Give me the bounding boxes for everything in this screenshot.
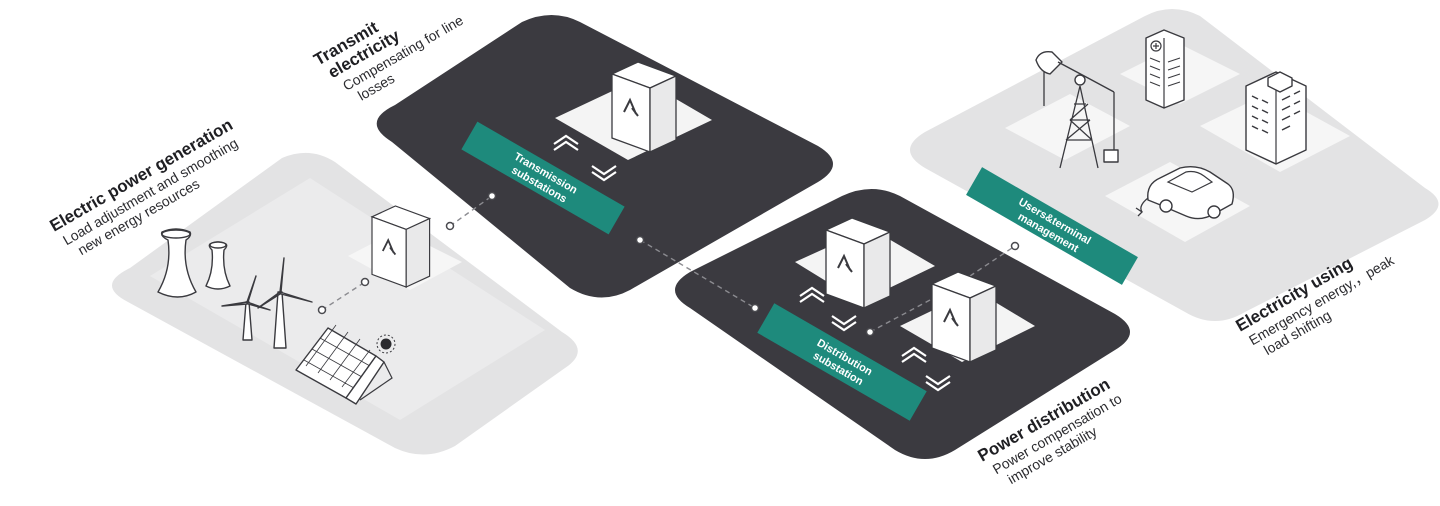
- distribution-platform: [675, 189, 1130, 459]
- transmission-platform: [376, 15, 833, 298]
- connection-points: [317, 191, 1020, 337]
- sun-marker-icon: [376, 334, 396, 354]
- hospital-building-icon: [1145, 29, 1185, 109]
- connection-lines: [321, 195, 1016, 333]
- distribution-arrows: [799, 286, 951, 392]
- cooling-tower-icon: [205, 241, 231, 290]
- substation-cabinet-icon: [370, 205, 432, 288]
- substation-cabinet-icon: [610, 61, 678, 154]
- solar-panel-icon: [295, 324, 393, 405]
- generation-platform: [111, 152, 578, 455]
- wind-turbine-icon: [221, 275, 271, 341]
- electric-car-icon: [1135, 165, 1235, 220]
- oil-pump-icon: [1035, 50, 1119, 169]
- substation-cabinet-icon: [930, 271, 998, 364]
- cooling-tower-icon: [157, 228, 197, 298]
- transmission-arrows: [553, 134, 617, 182]
- wind-turbine-icon: [257, 257, 313, 349]
- substation-cabinet-icon: [824, 217, 892, 310]
- office-building-icon: [1245, 71, 1307, 165]
